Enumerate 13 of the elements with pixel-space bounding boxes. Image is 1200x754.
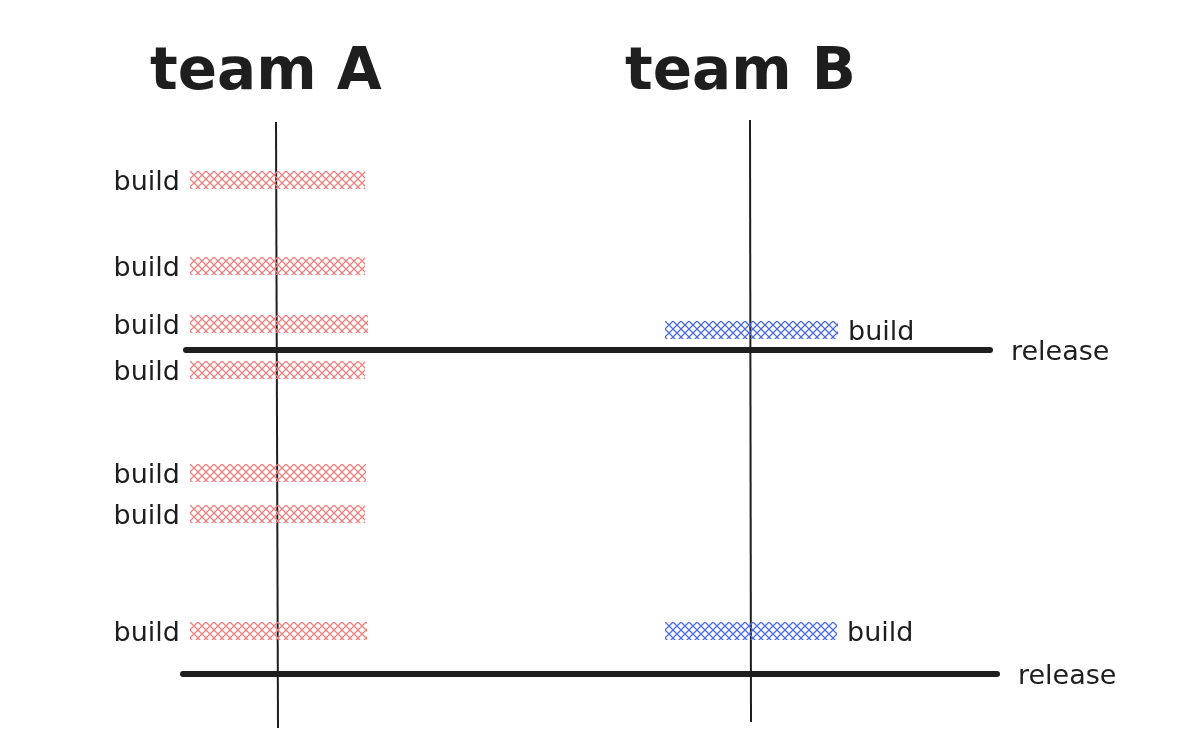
build-label: build [848,316,915,344]
build-label: build [113,252,180,280]
build-label: build [113,356,180,384]
build-label: build [113,500,180,528]
release-label: release [1018,660,1117,688]
build-label: build [847,617,914,645]
release-label: release [1011,336,1110,364]
build-label: build [113,166,180,194]
build-label: build [113,310,180,338]
team-heading: team B [625,40,857,98]
build-label: build [113,459,180,487]
build-label: build [113,617,180,645]
team-heading: team A [150,40,382,98]
